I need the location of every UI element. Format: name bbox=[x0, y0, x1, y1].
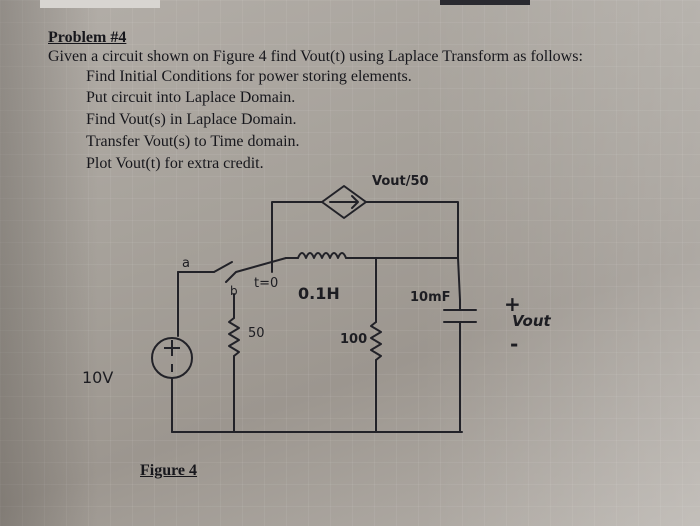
switch-time-label: t=0 bbox=[254, 276, 279, 291]
step-3: Find Vout(s) in Laplace Domain. bbox=[86, 111, 297, 128]
resistor-100-zigzag bbox=[370, 321, 382, 361]
step-4: Transfer Vout(s) to Time domain. bbox=[86, 133, 300, 150]
node-a-label: a bbox=[182, 256, 190, 271]
step-1: Find Initial Conditions for power storin… bbox=[86, 68, 412, 85]
inductor-coil bbox=[297, 252, 347, 259]
vout-plus-sign: + bbox=[504, 292, 521, 316]
switch-arc bbox=[225, 257, 287, 283]
step-2: Put circuit into Laplace Domain. bbox=[86, 89, 296, 106]
resistor-100-label: 100 bbox=[340, 332, 368, 347]
right-upper-wire bbox=[375, 257, 461, 301]
switch-blade bbox=[213, 261, 233, 273]
problem-title: Problem #4 bbox=[48, 29, 127, 46]
dependent-source-label: Vout/50 bbox=[372, 174, 429, 189]
vout-minus-sign: - bbox=[510, 332, 519, 356]
inductor-label: 0.1H bbox=[298, 284, 340, 303]
dependent-source-arrow bbox=[329, 195, 359, 209]
step-5: Plot Vout(t) for extra credit. bbox=[86, 155, 264, 172]
resistor-50-zigzag bbox=[228, 317, 240, 357]
dependent-source-diamond bbox=[321, 185, 367, 219]
vout-label: Vout bbox=[512, 312, 551, 330]
top-edge-strip bbox=[40, 0, 160, 8]
top-right-wire bbox=[365, 201, 459, 259]
top-edge-mark bbox=[440, 0, 530, 5]
figure-caption: Figure 4 bbox=[140, 462, 198, 479]
node-b-label: b bbox=[230, 284, 238, 298]
problem-statement: Given a circuit shown on Figure 4 find V… bbox=[48, 48, 583, 65]
source-plus-mark bbox=[164, 340, 180, 356]
top-left-wire bbox=[271, 201, 323, 273]
resistor-50-label: 50 bbox=[248, 326, 265, 341]
source-label: 10V bbox=[82, 368, 114, 387]
capacitor-label: 10mF bbox=[410, 290, 451, 305]
